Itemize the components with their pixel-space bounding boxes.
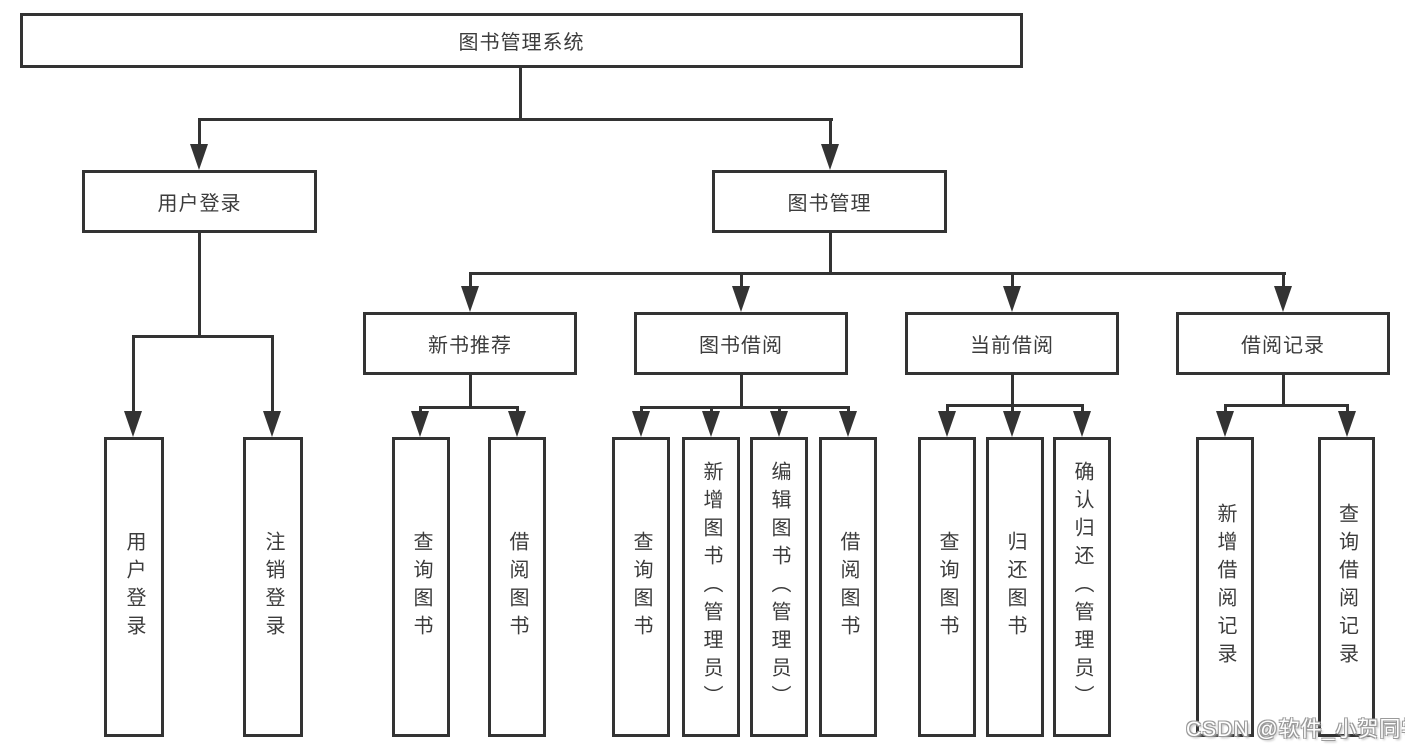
connector-rec-leaf1-shaft	[419, 406, 422, 414]
arrowhead-current-borrow	[1003, 286, 1021, 312]
connector-borrow-records-shaft	[1282, 272, 1285, 288]
arrowhead-borrow-query-books	[632, 411, 650, 437]
leaf-rec-query-books: 查询图书	[392, 437, 450, 737]
connector-book-borrow-shaft	[740, 272, 743, 288]
connector-records-horizontal	[1224, 404, 1349, 407]
arrowhead-book-borrow	[732, 286, 750, 312]
leaf-rec-borrow-books-label: 借阅图书	[506, 531, 528, 643]
connector-borrow-leaf3-shaft	[778, 406, 781, 414]
arrowhead-borrow-edit-books	[770, 411, 788, 437]
leaf-current-query-books: 查询图书	[918, 437, 976, 737]
connector-new-book-rec-shaft	[469, 272, 472, 288]
arrowhead-borrow-records	[1274, 286, 1292, 312]
leaf-add-borrow-record: 新增借阅记录	[1196, 437, 1254, 737]
leaf-borrow-query-books-label: 查询图书	[630, 531, 652, 643]
leaf-user-login: 用户登录	[104, 437, 164, 737]
node-current-borrow: 当前借阅	[905, 312, 1119, 375]
arrowhead-current-return-books	[1003, 411, 1021, 437]
connector-current-horizontal	[946, 404, 1084, 407]
arrowhead-borrow-borrow-books	[839, 411, 857, 437]
connector-rec-leaf2-shaft	[516, 406, 519, 414]
leaf-borrow-query-books: 查询图书	[612, 437, 670, 737]
leaf-query-borrow-record: 查询借阅记录	[1318, 437, 1375, 737]
node-root: 图书管理系统	[20, 13, 1023, 68]
connector-current-leaf2-shaft	[1011, 404, 1014, 414]
node-new-book-rec-label: 新书推荐	[428, 335, 512, 357]
node-user-login-label: 用户登录	[157, 193, 242, 215]
node-new-book-rec: 新书推荐	[363, 312, 577, 375]
leaf-logout: 注销登录	[243, 437, 303, 737]
connector-borrow-leaf2-shaft	[710, 406, 713, 414]
leaf-return-books: 归还图书	[986, 437, 1044, 737]
connector-rec-horizontal	[419, 406, 519, 409]
leaf-add-books-admin-label: 新增图书（管理员）	[700, 461, 722, 713]
leaf-user-login-label: 用户登录	[123, 531, 145, 643]
node-root-label: 图书管理系统	[458, 32, 585, 54]
arrowhead-current-query-books	[938, 411, 956, 437]
connector-root-stem	[519, 66, 522, 120]
leaf-edit-books-admin-label: 编辑图书（管理员）	[768, 461, 790, 713]
connector-current-borrow-shaft	[1011, 272, 1014, 288]
connector-leaf-logout-shaft	[271, 335, 274, 413]
node-book-borrow: 图书借阅	[634, 312, 848, 375]
connector-borrow-horizontal	[640, 406, 850, 409]
node-current-borrow-label: 当前借阅	[970, 335, 1054, 357]
leaf-borrow-borrow-books: 借阅图书	[819, 437, 877, 737]
connector-user-login-shaft	[198, 118, 201, 148]
arrowhead-rec-borrow-books	[508, 411, 526, 437]
connector-login-horizontal	[132, 335, 274, 338]
arrowhead-current-confirm-return	[1073, 411, 1091, 437]
arrowhead-records-add-record	[1216, 411, 1234, 437]
connector-current-leaf3-shaft	[1081, 404, 1084, 414]
leaf-confirm-return-admin-label: 确认归还（管理员）	[1071, 461, 1093, 713]
arrowhead-rec-query-books	[411, 411, 429, 437]
node-book-mgmt-label: 图书管理	[787, 193, 872, 215]
leaf-edit-books-admin: 编辑图书（管理员）	[750, 437, 808, 737]
connector-current-stem	[1011, 374, 1014, 407]
arrowhead-records-query-record	[1338, 411, 1356, 437]
arrowhead-borrow-add-books	[702, 411, 720, 437]
leaf-add-borrow-record-label: 新增借阅记录	[1214, 503, 1236, 671]
node-borrow-records-label: 借阅记录	[1241, 335, 1325, 357]
connector-login-stem	[198, 231, 201, 338]
leaf-current-query-books-label: 查询图书	[936, 531, 958, 643]
connector-current-leaf1-shaft	[946, 404, 949, 414]
connector-leaf-user-login-shaft	[132, 335, 135, 413]
connector-level1-horizontal	[198, 118, 833, 121]
node-borrow-records: 借阅记录	[1176, 312, 1390, 375]
connector-borrow-leaf1-shaft	[640, 406, 643, 414]
node-book-borrow-label: 图书借阅	[699, 335, 783, 357]
leaf-confirm-return-admin: 确认归还（管理员）	[1053, 437, 1111, 737]
connector-mgmt-stem	[829, 231, 832, 275]
leaf-borrow-borrow-books-label: 借阅图书	[837, 531, 859, 643]
node-book-mgmt: 图书管理	[712, 170, 947, 233]
leaf-logout-label: 注销登录	[262, 531, 284, 643]
leaf-query-borrow-record-label: 查询借阅记录	[1335, 503, 1358, 671]
arrowhead-leaf-user-login	[124, 411, 142, 437]
leaf-rec-query-books-label: 查询图书	[410, 531, 432, 643]
watermark-text: CSDN @软件_小贺同学	[1186, 718, 1405, 741]
node-user-login: 用户登录	[82, 170, 317, 233]
leaf-add-books-admin: 新增图书（管理员）	[682, 437, 740, 737]
leaf-rec-borrow-books: 借阅图书	[488, 437, 546, 737]
connector-book-mgmt-shaft	[829, 118, 832, 148]
arrowhead-book-mgmt	[821, 144, 839, 170]
arrowhead-leaf-logout	[263, 411, 281, 437]
connector-rec-stem	[469, 374, 472, 409]
leaf-return-books-label: 归还图书	[1004, 531, 1026, 643]
arrowhead-new-book-rec	[461, 286, 479, 312]
connector-borrow-stem	[740, 374, 743, 409]
arrowhead-user-login	[190, 144, 208, 170]
connector-records-stem	[1282, 374, 1285, 407]
connector-borrow-leaf4-shaft	[847, 406, 850, 414]
connector-records-leaf1-shaft	[1224, 404, 1227, 414]
connector-level2-horizontal	[469, 272, 1286, 275]
connector-records-leaf2-shaft	[1346, 404, 1349, 414]
